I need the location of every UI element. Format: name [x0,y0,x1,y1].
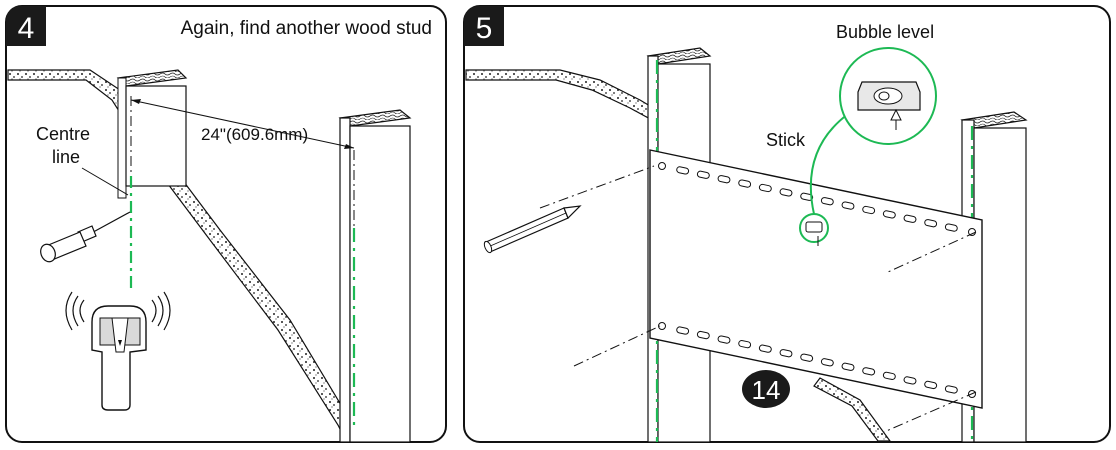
stud-spacing-dimension: 24"(609.6mm) [130,99,355,149]
template-slot [944,385,958,394]
centre-label-leader [81,167,129,196]
template-slot [696,170,710,179]
awl-icon [40,211,131,263]
stud-finder-icon [65,291,171,411]
wood-stud-left [116,69,188,199]
template-slots-bottom [658,322,976,398]
step-badge-5: 5 [464,6,504,46]
centre-label-line1: Centre [36,124,90,144]
bubble-level-callout [839,47,937,145]
template-slot [758,183,772,193]
panel-step-5: 5 [463,5,1111,443]
wall-template-plate [649,149,983,409]
template-slot [658,162,666,170]
template-slot [696,330,710,340]
drywall-cutaway [465,69,892,442]
template-slot [658,322,666,330]
template-slot [924,219,938,228]
template-slot [820,358,834,367]
template-slot [944,223,958,232]
template-slot [882,210,896,219]
template-slot [800,192,814,201]
callout-connector [809,113,849,215]
template-slot [738,179,752,188]
template-slot [758,344,772,353]
template-slot [717,335,731,344]
template-slot [676,326,690,335]
template-slot [738,340,752,349]
template-slot [717,175,731,184]
spacing-label: 24"(609.6mm) [201,125,308,144]
template-slot [676,166,690,175]
bubble-level-label: Bubble level [836,22,934,42]
panel-step-4: 4 Again, find another wood stud [5,5,447,443]
template-slot [924,380,938,390]
centre-label-line2: line [52,147,80,167]
template-slot [779,188,793,197]
step-badge-4: 4 [6,6,46,46]
pencil-icon [483,205,582,254]
template-slot [903,376,917,385]
stick-label: Stick [766,130,806,150]
template-slot [903,214,917,223]
screw-guide-lines [539,165,977,433]
step-number: 5 [476,12,493,45]
template-slot [862,205,876,215]
template-slot [820,197,834,206]
template-slot [862,367,876,376]
template-slot [841,201,855,210]
template-slot [841,362,855,371]
page-number: 14 [752,375,781,405]
step-number: 4 [18,12,35,45]
template-slot [779,349,793,358]
wood-stud-right [338,109,412,443]
template-slot [882,371,896,380]
template-slot [800,353,814,362]
page-number-badge: 14 [742,370,790,408]
step-title: Again, find another wood stud [181,18,432,39]
